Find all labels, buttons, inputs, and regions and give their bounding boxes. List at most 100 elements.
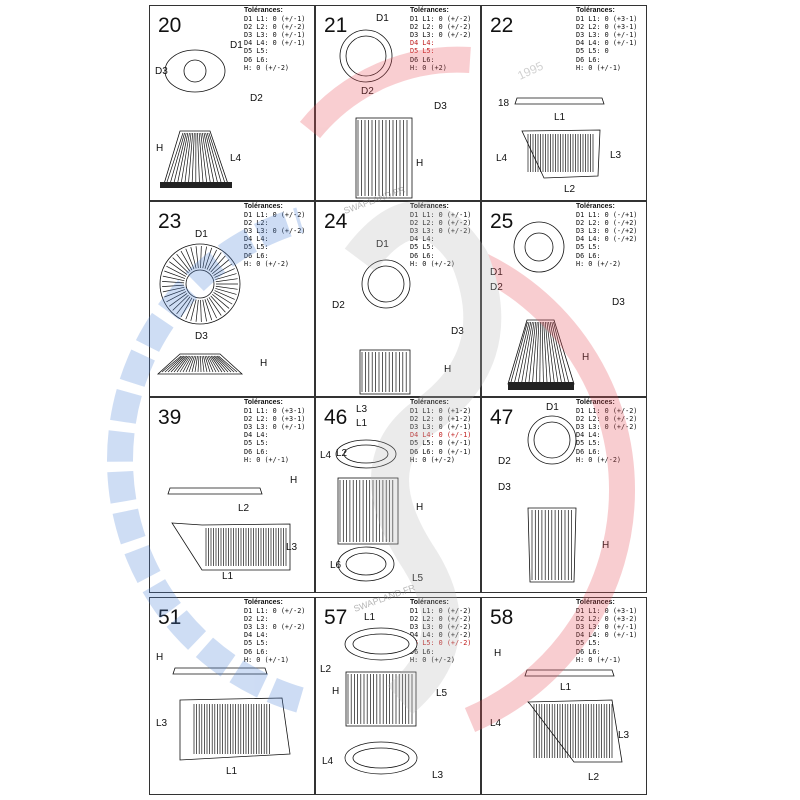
drawing-shapes: [160, 49, 232, 188]
radial-pleat: [195, 299, 199, 322]
drawing-shapes: [339, 29, 413, 199]
radial-pleat: [195, 246, 199, 269]
radial-pleat: [200, 246, 202, 269]
top-view-inner: [352, 633, 410, 655]
top-view-inner: [183, 59, 207, 83]
pleat-line: [181, 132, 190, 183]
dimension-label: H: [156, 652, 163, 663]
tolerance-header: Tolérances:: [576, 7, 615, 14]
tolerance-line: D4 L4:: [410, 235, 435, 244]
tolerance-header: Tolérances:: [244, 399, 283, 406]
pleat-line: [170, 355, 186, 373]
dimension-label: H: [332, 686, 339, 697]
dimension-label: D3: [498, 482, 511, 493]
tolerance-line: D6 L6:: [244, 447, 269, 456]
pleat-line: [551, 321, 566, 383]
radial-pleat: [215, 285, 238, 290]
tolerance-line: D3 L3: 0 (+/-1): [410, 423, 472, 432]
tolerance-line: H: 0 (+/-1): [576, 655, 622, 664]
pleat-line: [204, 355, 211, 373]
tolerance-line: D4 L4:: [244, 235, 269, 244]
pleat-line: [549, 321, 562, 383]
tolerance-line: H: 0 (+2): [410, 63, 447, 72]
tolerance-block: Tolérances:D1 L1: 0 (+/-2)D2 L2:D3 L3: 0…: [244, 599, 305, 664]
tolerance-header: Tolérances:: [244, 599, 283, 606]
radial-pleat: [166, 265, 187, 277]
pleat-line: [543, 321, 548, 383]
tolerance-line: D6 L6:: [576, 55, 601, 64]
radial-pleat: [212, 294, 230, 309]
radial-pleat: [180, 250, 193, 271]
radial-pleat: [215, 278, 238, 283]
tolerance-block: Tolérances:D1 L1: 0 (+/-2)D2 L2: 0 (+/-2…: [576, 399, 637, 464]
radial-pleat: [162, 281, 185, 284]
side-view: [167, 487, 263, 495]
dimension-label: D1: [195, 229, 208, 240]
tolerance-line: H: 0 (+/-1): [576, 63, 622, 72]
dimension-label: D3: [612, 297, 625, 308]
radial-pleat: [162, 284, 185, 287]
radial-pleat: [172, 294, 189, 311]
tolerance-line: D6 L6:: [576, 647, 601, 656]
tolerance-header: Tolérances:: [410, 399, 449, 406]
tolerance-line: D2 L2: 0 (+3-2): [576, 615, 638, 624]
pleat-line: [525, 321, 535, 383]
tolerance-line: D2 L2: 0 (-/+2): [576, 219, 638, 228]
radial-pleat: [208, 252, 222, 271]
base-ring: [160, 182, 232, 188]
pleat-line: [208, 132, 225, 183]
pleat-line: [203, 132, 215, 183]
dimension-label: L3: [356, 404, 368, 415]
pleat-line: [517, 321, 532, 383]
tolerance-line: D1 L1: 0 (+/-2): [410, 15, 472, 24]
radial-pleat: [190, 299, 197, 321]
tolerance-line: D4 L4: 0 (+/-1): [576, 39, 638, 48]
radial-pleat: [204, 299, 213, 321]
tolerance-line: D1 L1: 0 (+3-1): [244, 407, 306, 416]
radial-pleat: [210, 255, 226, 273]
bottom-view-inner: [352, 747, 410, 769]
dimension-label: L2: [588, 772, 600, 783]
radial-pleat: [214, 268, 235, 278]
filter-number: 23: [158, 210, 182, 233]
tolerance-line: D6 L6: 0 (+/-1): [410, 447, 472, 456]
pleat-line: [218, 355, 238, 373]
filter-number: 46: [324, 406, 348, 429]
pleat-line: [213, 355, 229, 373]
tolerance-line: D2 L2: 0 (+3-1): [576, 23, 638, 32]
panel-body: [179, 697, 291, 761]
tolerance-line: H: 0 (+/-2): [410, 259, 456, 268]
tolerance-line: D1 L1: 0 (+1-2): [410, 407, 472, 416]
tolerance-line: D4 L4: 0 (+/-1): [244, 39, 306, 48]
tolerance-line: D3 L3: 0 (+/-2): [410, 31, 472, 40]
drawing-shapes: [172, 667, 291, 761]
tolerance-header: Tolérances:: [244, 203, 283, 210]
top-view-inner: [345, 35, 387, 77]
dimension-label: L1: [560, 682, 572, 693]
pleat-line: [185, 355, 194, 373]
dimension-label: L1: [364, 612, 376, 623]
dimension-label: D1: [490, 267, 503, 278]
tolerance-line: D3 L3: 0 (+/-1): [576, 623, 638, 632]
tolerance-line: D6 L6:: [410, 55, 435, 64]
dimension-label: L1: [356, 418, 368, 429]
pleat-line: [510, 321, 528, 383]
tolerance-header: Tolérances:: [244, 7, 283, 14]
base-ring: [508, 382, 574, 390]
radial-pleat: [214, 290, 235, 300]
filter-number: 22: [490, 14, 514, 37]
side-view: [514, 97, 605, 105]
pleat-line: [167, 355, 185, 373]
pleat-line: [177, 132, 189, 183]
filter-number: 20: [158, 14, 182, 37]
pleat-line: [200, 132, 207, 183]
radial-pleat: [185, 298, 195, 320]
tolerance-header: Tolérances:: [410, 203, 449, 210]
